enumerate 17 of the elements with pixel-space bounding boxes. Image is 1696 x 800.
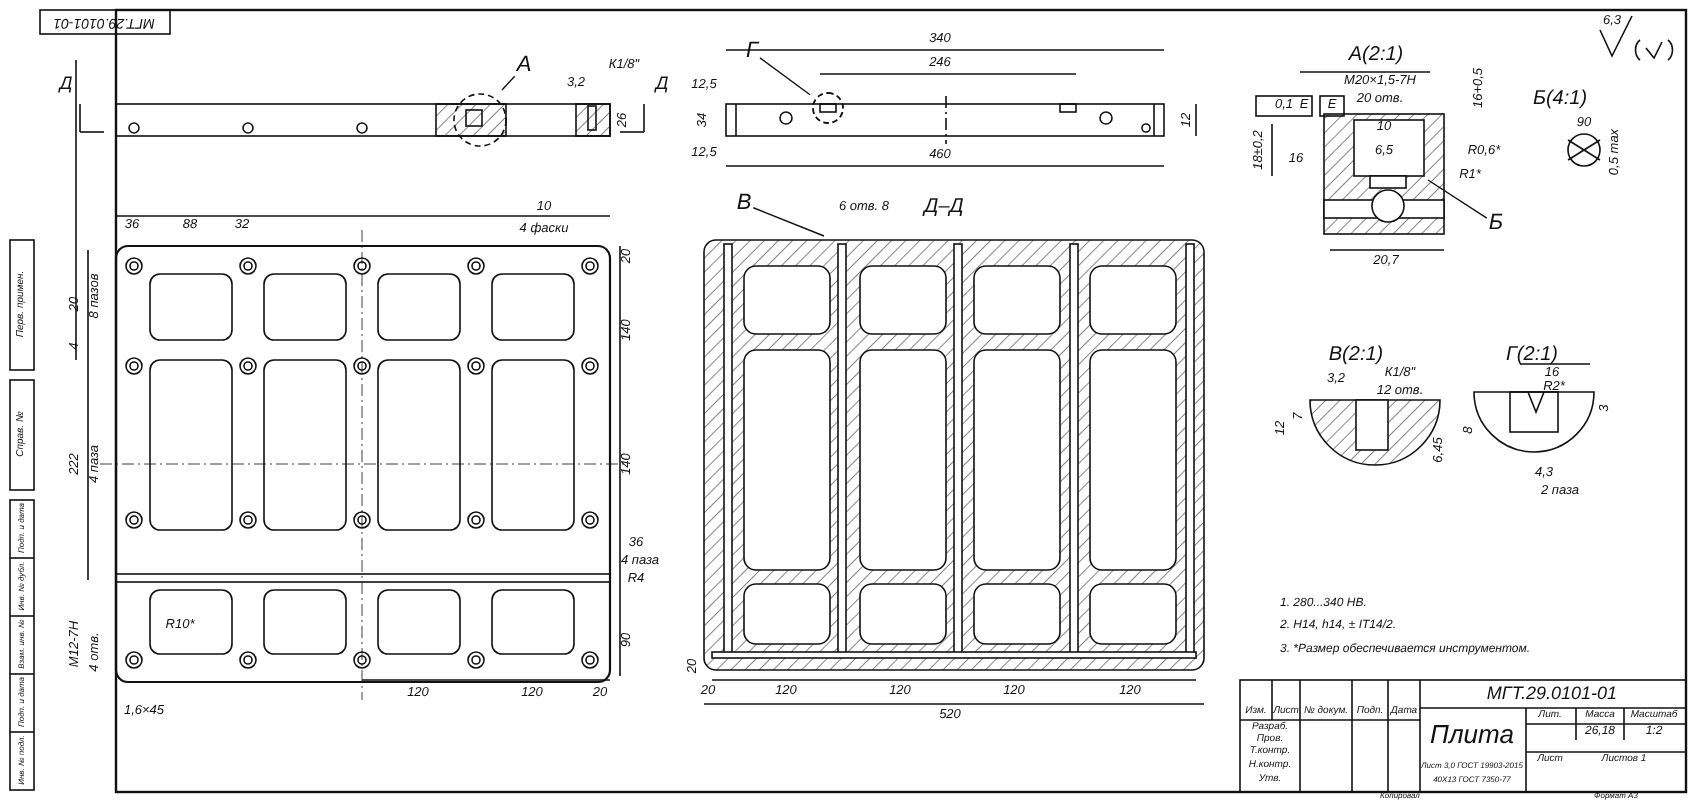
detail-circle	[812, 92, 844, 124]
dimension-text: А(2:1)	[1348, 46, 1404, 66]
dimension-text: Плита	[1430, 721, 1514, 747]
leader-line	[759, 57, 811, 96]
leader-line	[1427, 179, 1488, 219]
dimension-text: Д	[655, 75, 669, 93]
callout-letter: Б	[1488, 213, 1504, 235]
callout-letter: А	[516, 55, 532, 77]
dimension-text: Б(4:1)	[1532, 90, 1588, 110]
leader-line	[501, 75, 516, 91]
dimension-text: Д–Д	[924, 198, 964, 218]
dimension-text: Д	[59, 75, 73, 93]
callout-letter: В	[736, 193, 752, 215]
dimension-text: В(2:1)	[1328, 346, 1384, 366]
leader-line	[752, 207, 825, 237]
dimension-text: МГТ.29.0101-01	[1486, 685, 1618, 703]
dimension-text: Г(2:1)	[1506, 346, 1558, 366]
